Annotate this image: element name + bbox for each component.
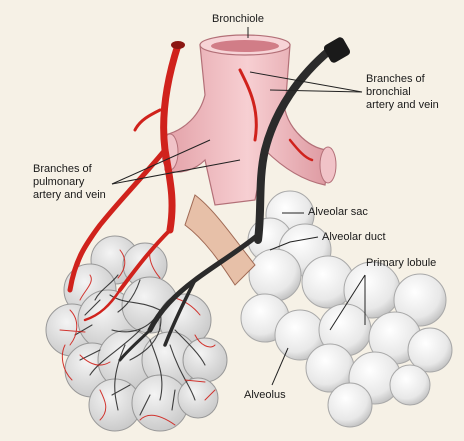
label-pulmonary-line-1: Branches of (33, 163, 106, 176)
label-bronchial-line-3: artery and vein (366, 99, 439, 112)
label-bronchiole: Bronchiole (212, 13, 264, 26)
label-alveolar-sac: Alveolar sac (308, 206, 368, 219)
label-bronchial-line-2: bronchial (366, 86, 439, 99)
label-bronchial-vessels: Branches of bronchial artery and vein (366, 73, 439, 112)
label-primary-lobule: Primary lobule (366, 257, 436, 270)
label-pulmonary-line-3: artery and vein (33, 189, 106, 202)
label-alveolus: Alveolus (244, 389, 286, 402)
label-alveolar-duct: Alveolar duct (322, 231, 386, 244)
label-pulmonary-vessels: Branches of pulmonary artery and vein (33, 163, 106, 202)
label-bronchial-line-1: Branches of (366, 73, 439, 86)
pulmonary-artery-lumen (171, 41, 185, 49)
label-pulmonary-line-2: pulmonary (33, 176, 106, 189)
